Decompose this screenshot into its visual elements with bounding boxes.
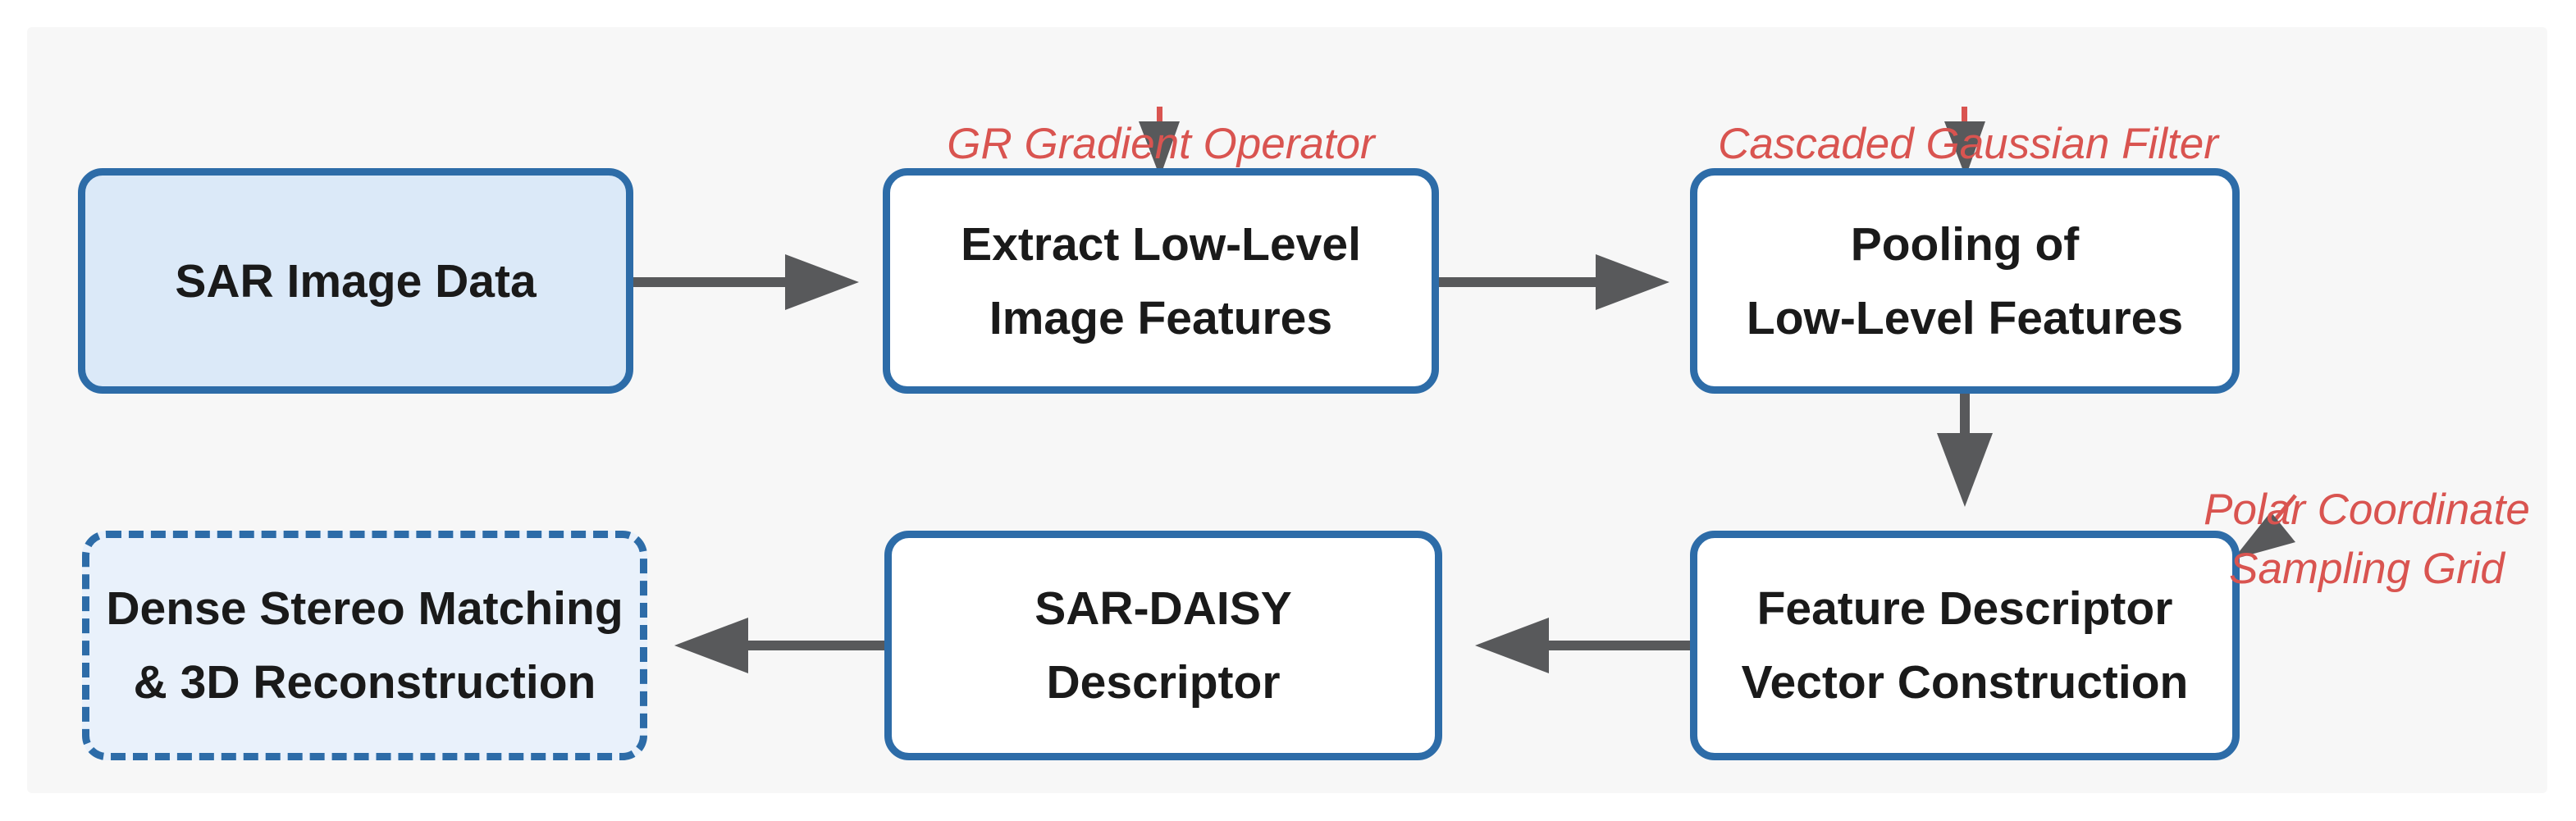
node-extract-low-level-features: Extract Low-Level Image Features — [883, 168, 1439, 394]
node-label: Pooling of Low-Level Features — [1746, 217, 2184, 344]
node-label: Extract Low-Level Image Features — [961, 217, 1361, 344]
annotation-text: GR Gradient Operator — [947, 120, 1375, 168]
annotation-polar-coordinate-sampling-grid: Polar Coordinate Sampling Grid — [2149, 422, 2576, 599]
node-pooling-low-level-features: Pooling of Low-Level Features — [1690, 168, 2240, 394]
node-label: SAR-DAISY Descriptor — [1035, 582, 1292, 709]
node-label: Dense Stereo Matching & 3D Reconstructio… — [106, 582, 623, 709]
annotation-cascaded-gaussian-filter: Cascaded Gaussian Filter — [1681, 56, 2255, 174]
node-sar-daisy-descriptor: SAR-DAISY Descriptor — [884, 531, 1442, 760]
annotation-text: Polar Coordinate Sampling Grid — [2204, 486, 2530, 593]
node-dense-stereo-matching-3d-reconstruction: Dense Stereo Matching & 3D Reconstructio… — [82, 531, 647, 760]
annotation-text: Cascaded Gaussian Filter — [1718, 120, 2218, 168]
node-label: Feature Descriptor Vector Construction — [1741, 582, 2189, 709]
node-label: SAR Image Data — [175, 254, 537, 308]
node-sar-image-data: SAR Image Data — [78, 168, 633, 394]
annotation-gr-gradient-operator: GR Gradient Operator — [874, 56, 1448, 174]
node-feature-descriptor-vector-construction: Feature Descriptor Vector Construction — [1690, 531, 2240, 760]
